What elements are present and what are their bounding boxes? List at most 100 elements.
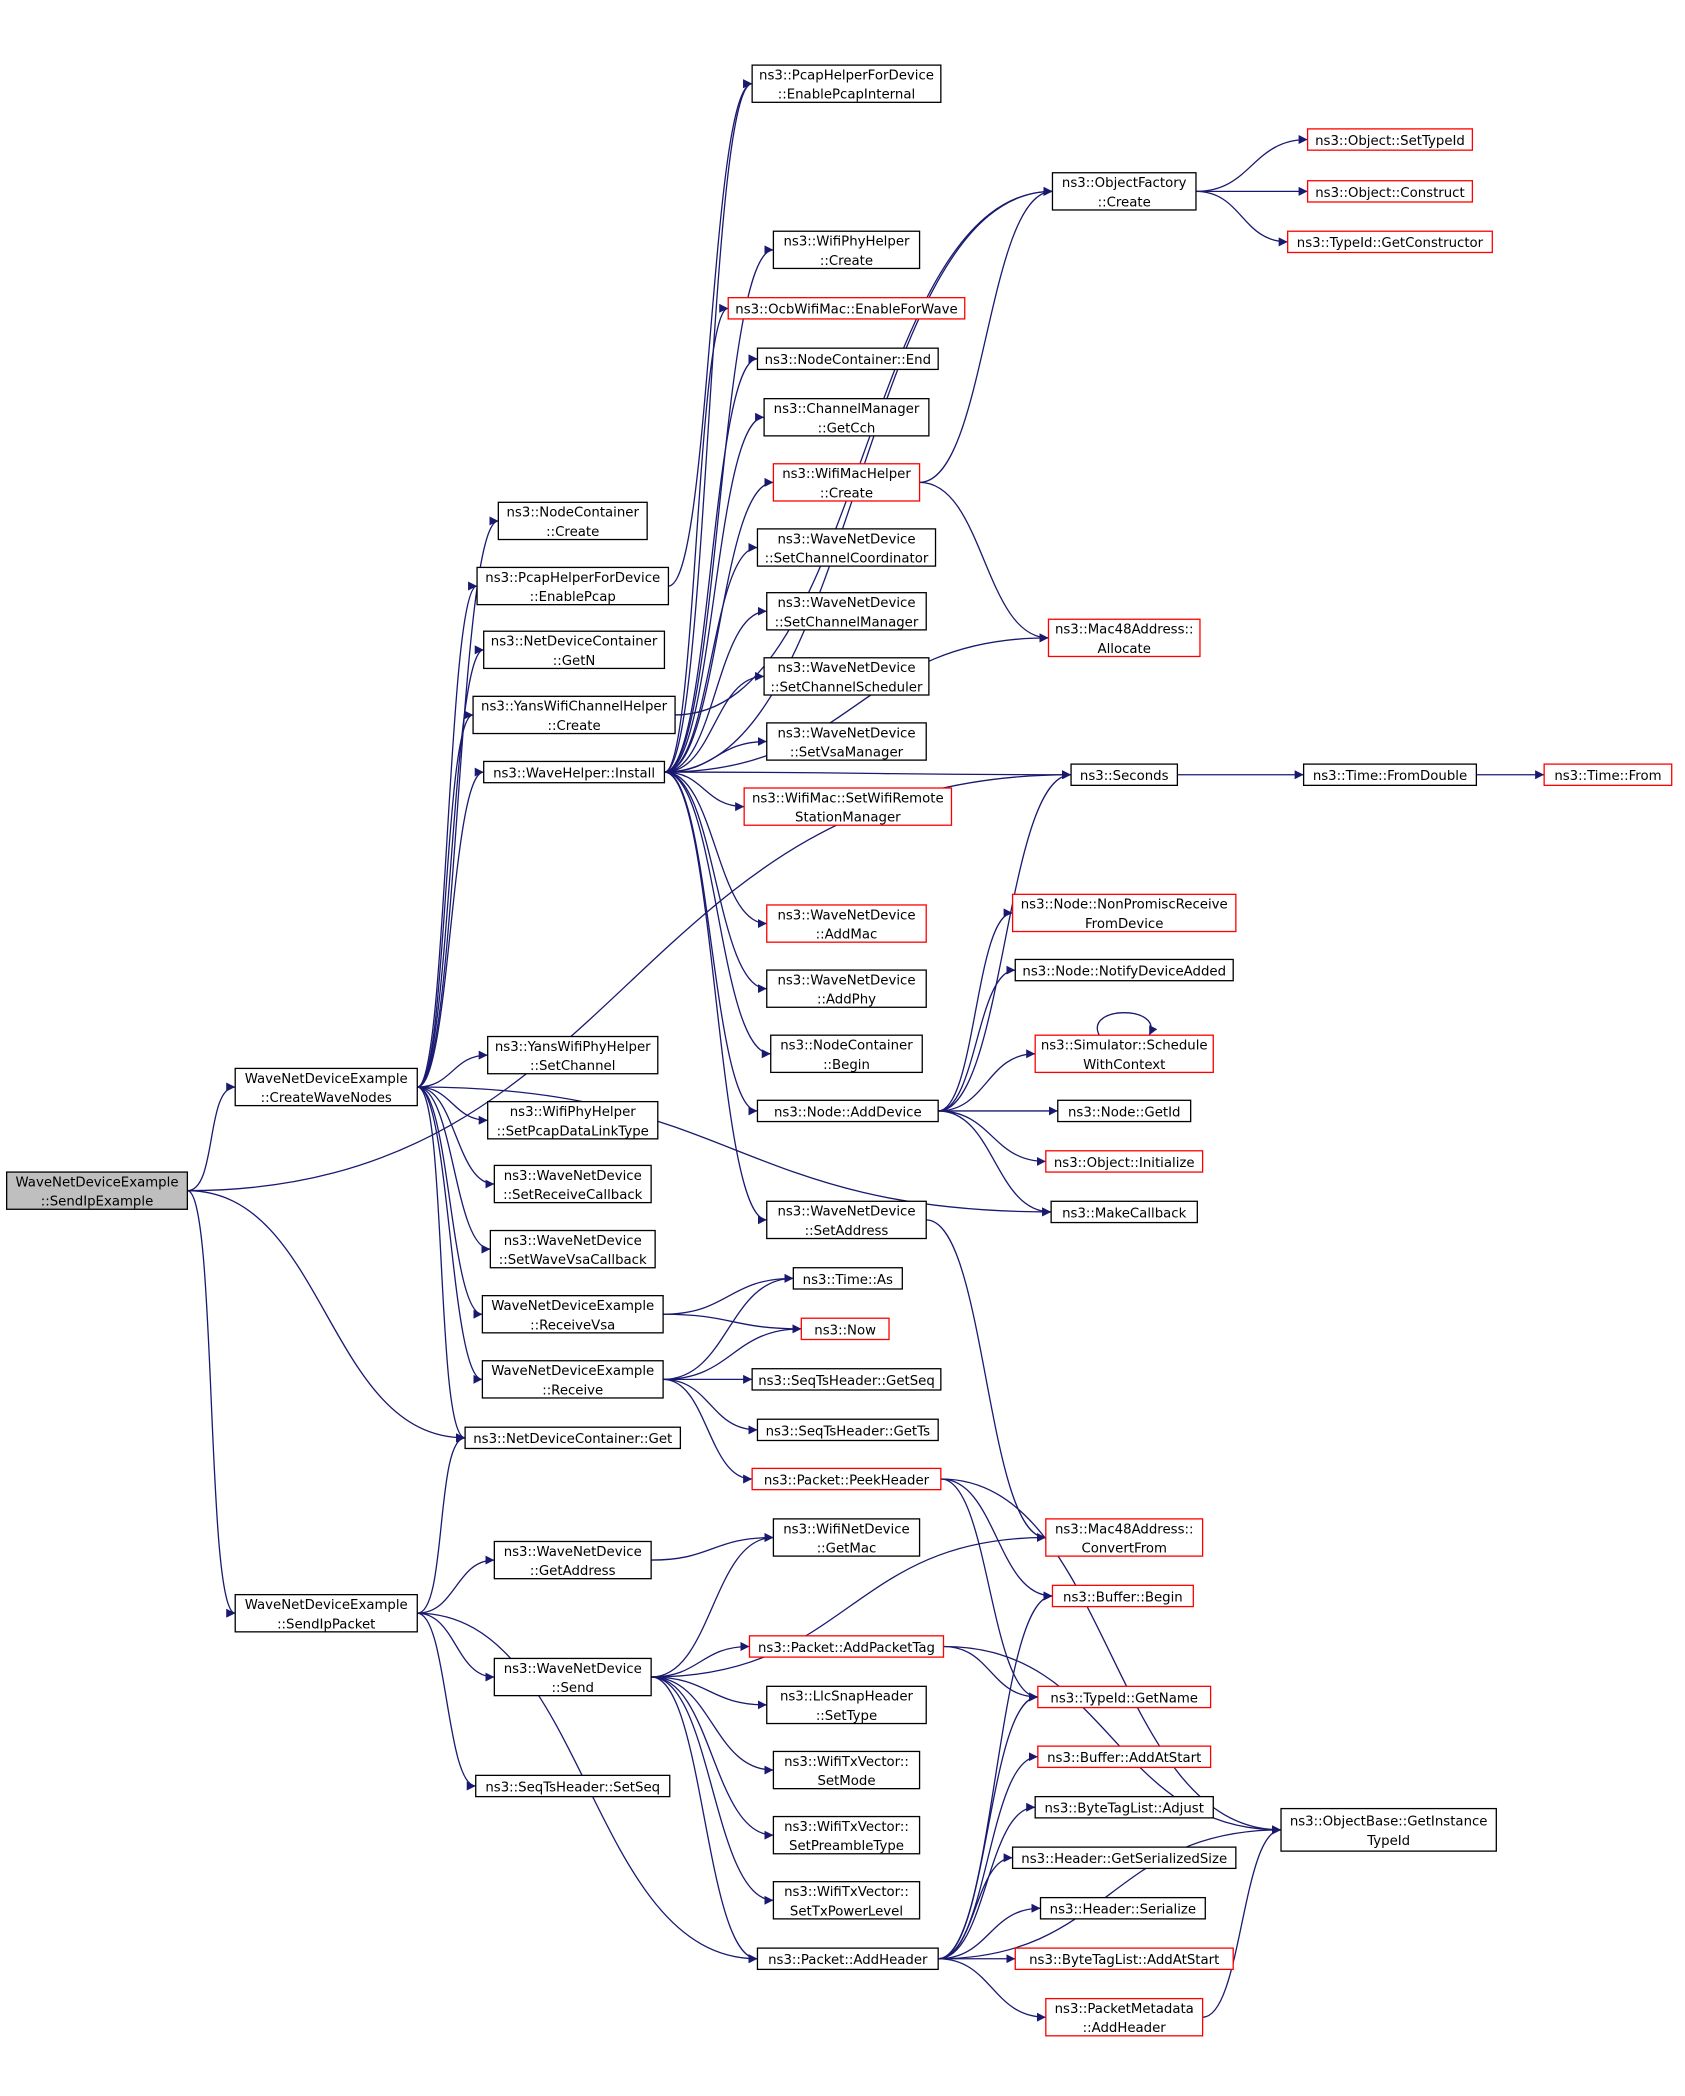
node-label-line: ns3::ObjectBase::GetInstance (1290, 1815, 1488, 1830)
node-label-line: ns3::MakeCallback (1062, 1206, 1187, 1221)
node-txSetPow[interactable]: ns3::WifiTxVector::SetTxPowerLevel (772, 1881, 921, 1920)
node-box (727, 297, 966, 320)
node-createWave[interactable]: WaveNetDeviceExample::CreateWaveNodes (234, 1067, 418, 1107)
node-label-line: ns3::Object::Construct (1315, 186, 1464, 201)
node-ndcGetN[interactable]: ns3::NetDeviceContainer::GetN (483, 630, 666, 670)
node-btlAdjust[interactable]: ns3::ByteTagList::Adjust (1034, 1795, 1214, 1819)
node-pcapInternal[interactable]: ns3::PcapHelperForDevice::EnablePcapInte… (751, 64, 942, 103)
node-label-line: ns3::WifiPhyHelper (783, 235, 910, 250)
node-timeFrom[interactable]: ns3::Time::From (1543, 763, 1673, 787)
node-makeCb[interactable]: ns3::MakeCallback (1050, 1200, 1198, 1224)
node-label-line: ns3::NetDeviceContainer::Get (473, 1432, 672, 1447)
edge-waveInstall-to-wndSetMgr (664, 606, 767, 773)
node-wifiGetMac[interactable]: ns3::WifiNetDevice::GetMac (772, 1518, 921, 1557)
node-label-line: ::SetWaveVsaCallback (499, 1253, 647, 1268)
node-phyCreate[interactable]: ns3::WifiPhyHelper::Create (772, 230, 921, 270)
node-wndSetMgr[interactable]: ns3::WaveNetDevice::SetChannelManager (766, 592, 927, 631)
node-label-line: ns3::Seconds (1080, 769, 1169, 784)
node-objConstruct[interactable]: ns3::Object::Construct (1306, 180, 1474, 203)
node-yansChCreate[interactable]: ns3::YansWifiChannelHelper::Create (472, 695, 676, 735)
node-box (483, 760, 666, 784)
node-wndSend[interactable]: ns3::WaveNetDevice::Send (493, 1657, 652, 1697)
node-llcSetType[interactable]: ns3::LlcSnapHeader::SetType (766, 1685, 927, 1725)
node-bufBegin[interactable]: ns3::Buffer::Begin (1051, 1584, 1194, 1608)
edge-nodeAddDev-to-nodeNonProm (938, 908, 1013, 1112)
node-macConv[interactable]: ns3::Mac48Address::ConvertFrom (1045, 1518, 1204, 1557)
node-macCreate[interactable]: ns3::WifiMacHelper::Create (772, 463, 921, 502)
edge-receive-to-pktPeek (663, 1378, 753, 1484)
edge-waveInstall-to-seconds (664, 770, 1072, 780)
node-hdrSer[interactable]: ns3::Header::Serialize (1039, 1896, 1206, 1920)
node-typeGetName[interactable]: ns3::TypeId::GetName (1037, 1685, 1212, 1709)
node-tidGetCtor[interactable]: ns3::TypeId::GetConstructor (1287, 230, 1493, 254)
node-wndAddPhy[interactable]: ns3::WaveNetDevice::AddPhy (766, 969, 927, 1008)
node-wndSetCoord[interactable]: ns3::WaveNetDevice::SetChannelCoordinato… (756, 528, 937, 567)
edge-waveInstall-to-wndSetVsaMgr (664, 737, 767, 773)
node-objInit[interactable]: ns3::Object::Initialize (1045, 1150, 1204, 1173)
node-seqGetTs[interactable]: ns3::SeqTsHeader::GetTs (756, 1418, 939, 1442)
node-macSetRemote[interactable]: ns3::WifiMac::SetWifiRemoteStationManage… (743, 787, 953, 826)
edge-root-to-createWave (187, 1082, 236, 1192)
node-ncEnd[interactable]: ns3::NodeContainer::End (756, 347, 939, 371)
node-label-line: StationManager (795, 811, 901, 826)
edge-waveInstall-to-macCreate (664, 477, 774, 773)
node-now[interactable]: ns3::Now (800, 1317, 890, 1341)
node-txSetPre[interactable]: ns3::WifiTxVector::SetPreambleType (772, 1815, 921, 1855)
node-wndSetAddr[interactable]: ns3::WaveNetDevice::SetAddress (766, 1200, 927, 1240)
node-recvVsa[interactable]: WaveNetDeviceExample::ReceiveVsa (481, 1294, 664, 1334)
node-wndSetRecvCb[interactable]: ns3::WaveNetDevice::SetReceiveCallback (493, 1164, 652, 1204)
node-pcapEnable[interactable]: ns3::PcapHelperForDevice::EnablePcap (476, 566, 670, 606)
node-box (756, 1099, 939, 1123)
node-timeFromDouble[interactable]: ns3::Time::FromDouble (1302, 763, 1478, 787)
node-wndGetAddr[interactable]: ns3::WaveNetDevice::GetAddress (493, 1540, 652, 1580)
node-ocbEnable[interactable]: ns3::OcbWifiMac::EnableForWave (727, 297, 966, 320)
node-box (1051, 172, 1197, 211)
node-wndSetVsaCb[interactable]: ns3::WaveNetDevice::SetWaveVsaCallback (489, 1229, 656, 1269)
node-bufAddStart[interactable]: ns3::Buffer::AddAtStart (1037, 1745, 1212, 1769)
node-pmAddHdr[interactable]: ns3::PacketMetadata::AddHeader (1045, 1997, 1204, 2037)
edge-createWave-to-ndcGet (417, 1086, 466, 1443)
node-btlAddStart[interactable]: ns3::ByteTagList::AddAtStart (1014, 1947, 1234, 1971)
node-label-line: WaveNetDeviceExample (491, 1364, 654, 1379)
node-nodeNotify[interactable]: ns3::Node::NotifyDeviceAdded (1014, 958, 1234, 982)
node-pktAddTag[interactable]: ns3::Packet::AddPacketTag (748, 1635, 945, 1658)
node-seconds[interactable]: ns3::Seconds (1070, 763, 1179, 787)
node-label-line: ns3::OcbWifiMac::EnableForWave (735, 303, 957, 318)
node-yansSetCh[interactable]: ns3::YansWifiPhyHelper::SetChannel (487, 1035, 659, 1075)
node-label-line: ::AddHeader (1083, 2021, 1167, 2036)
node-label-line: FromDevice (1085, 917, 1163, 932)
node-txSetMode[interactable]: ns3::WifiTxVector::SetMode (772, 1750, 921, 1790)
node-label-line: SetPreambleType (789, 1839, 904, 1854)
node-pktPeek[interactable]: ns3::Packet::PeekHeader (751, 1467, 942, 1491)
node-ncCreate[interactable]: ns3::NodeContainer::Create (497, 501, 648, 541)
node-box (756, 347, 939, 371)
node-ndcGet[interactable]: ns3::NetDeviceContainer::Get (464, 1426, 682, 1450)
node-wndSetVsaMgr[interactable]: ns3::WaveNetDevice::SetVsaManager (766, 722, 927, 761)
edge-waveInstall-to-nodeAddDev (664, 771, 758, 1116)
node-box (1050, 1200, 1198, 1224)
node-waveInstall[interactable]: ns3::WaveHelper::Install (483, 760, 666, 784)
node-wndSetSched[interactable]: ns3::WaveNetDevice::SetChannelScheduler (763, 657, 930, 696)
node-pktAddHdr[interactable]: ns3::Packet::AddHeader (756, 1947, 939, 1971)
node-seqSetSeq[interactable]: ns3::SeqTsHeader::SetSeq (475, 1774, 671, 1798)
node-nodeGetId[interactable]: ns3::Node::GetId (1057, 1099, 1192, 1123)
node-phySetPcap[interactable]: ns3::WifiPhyHelper::SetPcapDataLinkType (487, 1100, 659, 1140)
node-ofCreate[interactable]: ns3::ObjectFactory::Create (1051, 172, 1197, 211)
node-sendIpPacket[interactable]: WaveNetDeviceExample::SendIpPacket (234, 1593, 418, 1633)
node-wndAddMac[interactable]: ns3::WaveNetDevice::AddMac (766, 904, 927, 943)
node-layer: WaveNetDeviceExample::SendIpExampleWaveN… (5, 64, 1673, 2037)
node-root[interactable]: WaveNetDeviceExample::SendIpExample (5, 1171, 189, 1210)
node-seqGetSeq[interactable]: ns3::SeqTsHeader::GetSeq (751, 1368, 942, 1391)
node-hdrGetSize[interactable]: ns3::Header::GetSerializedSize (1011, 1846, 1237, 1870)
edge-createWave-to-yansChCreate (417, 710, 474, 1088)
node-objSetTid[interactable]: ns3::Object::SetTypeId (1306, 128, 1474, 151)
node-chMgrGetCch[interactable]: ns3::ChannelManager::GetCch (763, 398, 930, 437)
node-ncBegin[interactable]: ns3::NodeContainer::Begin (770, 1034, 923, 1074)
node-timeAs[interactable]: ns3::Time::As (792, 1267, 903, 1290)
node-receive[interactable]: WaveNetDeviceExample::Receive (481, 1360, 664, 1399)
node-nodeAddDev[interactable]: ns3::Node::AddDevice (756, 1099, 939, 1123)
node-macAlloc[interactable]: ns3::Mac48Address::Allocate (1047, 618, 1201, 658)
